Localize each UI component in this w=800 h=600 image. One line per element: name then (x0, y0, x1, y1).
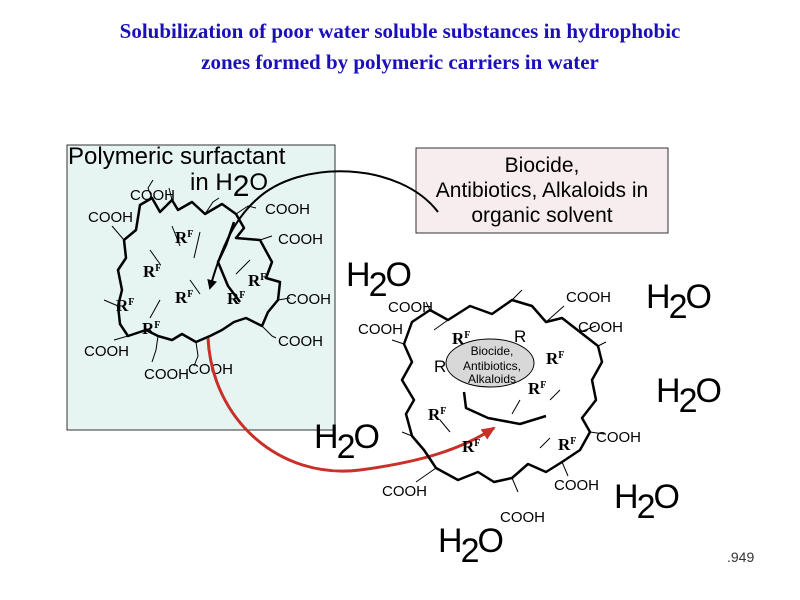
red-arrow (206, 337, 496, 473)
water-label: H2O (346, 256, 410, 304)
cooh-label: COOH (88, 209, 133, 226)
left-rf-labels: RF RF RF RF RF RF RF (116, 228, 266, 338)
cooh-label: COOH (500, 509, 545, 526)
title-line-1: Solubilization of poor water soluble sub… (119, 19, 681, 43)
left-panel-label-1: Polymeric surfactant (68, 143, 286, 170)
rf-label: RF (248, 271, 266, 290)
cooh-label: COOH (286, 291, 331, 308)
cooh-label: COOH (566, 289, 611, 306)
organic-solvent-text: Biocide, Antibiotics, Alkaloids in organ… (436, 154, 648, 227)
cooh-label: COOH (278, 231, 323, 248)
cooh-label: COOH (144, 366, 189, 383)
water-label: H2O (656, 372, 720, 420)
right-rf-labels: RF R R RF RF RF RF RF (428, 327, 576, 456)
core-line-2: Antibiotics, (463, 359, 521, 373)
cooh-label: COOH (278, 333, 323, 350)
cooh-label: COOH (578, 319, 623, 336)
rf-label: RF (143, 262, 161, 281)
rf-label: RF (462, 437, 480, 456)
water-label: H2O (614, 478, 678, 526)
rf-label: RF (227, 289, 245, 308)
solubilized-core (445, 338, 535, 388)
organic-solvent-line-2: Antibiotics, Alkaloids in (436, 179, 648, 202)
organic-solvent-line-3: organic solvent (471, 204, 612, 227)
cooh-label: COOH (130, 187, 175, 204)
core-text: Biocide, Antibiotics, Alkaloids (463, 344, 521, 386)
cooh-label: COOH (188, 361, 233, 378)
rf-label: RF (116, 296, 134, 315)
left-cooh-labels: COOH COOH COOH COOH COOH COOH COOH COOH … (84, 187, 331, 383)
rf-label: RF (452, 329, 470, 348)
left-panel-box (66, 144, 336, 431)
r-label: R (514, 327, 526, 346)
water-labels: H2O H2O H2O H2O H2O H2O (314, 256, 722, 570)
cooh-label: COOH (596, 429, 641, 446)
cooh-label: COOH (554, 477, 599, 494)
left-tails (103, 179, 291, 367)
core-line-1: Biocide, (471, 344, 514, 358)
right-micelle (400, 298, 604, 484)
right-tails (391, 289, 607, 493)
title-line-2: zones formed by polymeric carriers in wa… (201, 50, 599, 74)
core-line-3: Alkaloids (468, 372, 516, 386)
left-panel-label-2: in H2O (190, 169, 268, 203)
rf-label: RF (428, 405, 446, 424)
page-number: .949 (727, 549, 755, 565)
black-arrow (207, 170, 439, 290)
rf-label: RF (175, 228, 193, 247)
cooh-label: COOH (382, 483, 427, 500)
organic-solvent-box (415, 147, 669, 234)
water-label: H2O (438, 522, 502, 570)
water-label: H2O (314, 418, 378, 466)
rf-label: RF (528, 379, 546, 398)
right-cooh-labels: COOH COOH COOH COOH COOH COOH COOH COOH (358, 289, 641, 526)
organic-solvent-line-1: Biocide, (505, 154, 580, 177)
rf-label: RF (142, 319, 160, 338)
cooh-label: COOH (84, 343, 129, 360)
r-label: R (434, 357, 446, 376)
rf-label: RF (546, 349, 564, 368)
cooh-label: COOH (388, 299, 433, 316)
slide-title: Solubilization of poor water soluble sub… (0, 16, 800, 78)
rf-label: RF (558, 435, 576, 454)
rf-label: RF (175, 288, 193, 307)
cooh-label: COOH (265, 201, 310, 218)
cooh-label: COOH (358, 321, 403, 338)
water-label: H2O (646, 278, 710, 326)
